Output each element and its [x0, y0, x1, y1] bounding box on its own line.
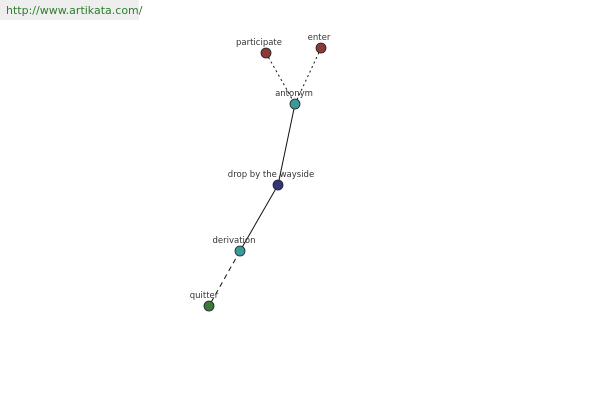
node-label-antonym[interactable]: antonym	[275, 89, 313, 99]
node-label-derivation[interactable]: derivation	[212, 236, 255, 246]
node-derivation[interactable]	[234, 245, 246, 257]
node-label-participate[interactable]: participate	[236, 38, 282, 48]
node-label-drop-by-the-wayside[interactable]: drop by the wayside	[228, 170, 314, 180]
edge-derivation-quitter	[208, 250, 241, 307]
node-enter[interactable]	[315, 42, 327, 54]
nodes-layer	[203, 42, 327, 312]
edges-layer	[208, 47, 322, 307]
node-antonym[interactable]	[289, 98, 301, 110]
edge-drop-by-the-wayside-derivation	[239, 184, 279, 252]
site-url-label[interactable]: http://www.artikata.com/	[0, 0, 142, 20]
node-label-quitter[interactable]: quitter	[190, 291, 219, 301]
edge-antonym-drop-by-the-wayside	[277, 103, 296, 186]
node-drop-by-the-wayside[interactable]	[272, 179, 284, 191]
node-label-enter[interactable]: enter	[308, 33, 331, 43]
node-quitter[interactable]	[203, 300, 215, 312]
labels-layer: participate enter antonym drop by the waysi…	[190, 33, 331, 301]
edge-enter-antonym	[294, 47, 322, 105]
node-participate[interactable]	[260, 47, 272, 59]
